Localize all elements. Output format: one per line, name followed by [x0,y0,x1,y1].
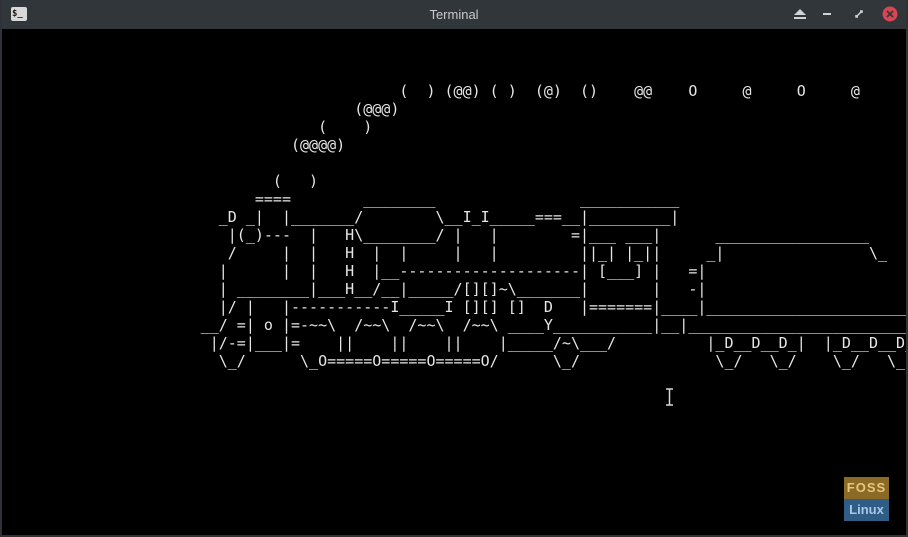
close-icon [882,6,898,22]
terminal-output[interactable]: ( ) (@@) ( ) (@) () @@ O @ O @ (@@@) ( )… [2,29,906,535]
title-bar[interactable]: $_ Terminal [2,0,906,29]
restore-icon [855,10,863,18]
watermark-top-text: FOSS [844,477,889,499]
fosslinux-watermark: FOSS Linux [844,477,889,521]
minimize-icon [823,13,831,15]
window-title: Terminal [429,7,479,22]
terminal-line: | | | H |__--------------------| [___] |… [2,262,707,280]
watermark-bottom-text: Linux [844,499,889,521]
terminal-line: (@@@) [2,100,400,118]
keep-above-icon [794,9,806,19]
terminal-line: |/ | |-----------I_____I [][] [] D |====… [2,298,906,316]
terminal-line: |(_)--- | H\________/ | | =|___ ___| ___… [2,226,869,244]
maximize-button[interactable] [851,6,867,22]
terminal-line: | ________|___H__/__|_____/[][]~\_______… [2,280,707,298]
terminal-line: \_/ \_O=====O=====O=====O/ \_/ \_/ \_/ \… [2,352,906,370]
text-cursor-icon [666,388,673,406]
terminal-line: |/-=|___|= || || || |_____/~\___/ |_D__D… [2,334,906,352]
minimize-button[interactable] [819,6,835,22]
terminal-line: ( ) [2,172,319,190]
close-button[interactable] [882,6,898,22]
terminal-line: (@@@@) [2,136,346,154]
terminal-app-icon[interactable]: $_ [11,7,27,21]
terminal-line: ( ) [2,118,373,136]
terminal-line: ==== ________ ___________ [2,190,680,208]
terminal-line: _D _| |_______/ \__I_I_____===__|_______… [2,208,680,226]
terminal-line: __/ =| o |=-~~\ /~~\ /~~\ /~~\ ____Y____… [2,316,906,334]
keep-above-button[interactable] [792,6,808,22]
terminal-line: / | | H | | | | ||_| |_|| _| \_ [2,244,888,262]
terminal-line: ( ) (@@) ( ) (@) () @@ O @ O @ [2,82,860,100]
